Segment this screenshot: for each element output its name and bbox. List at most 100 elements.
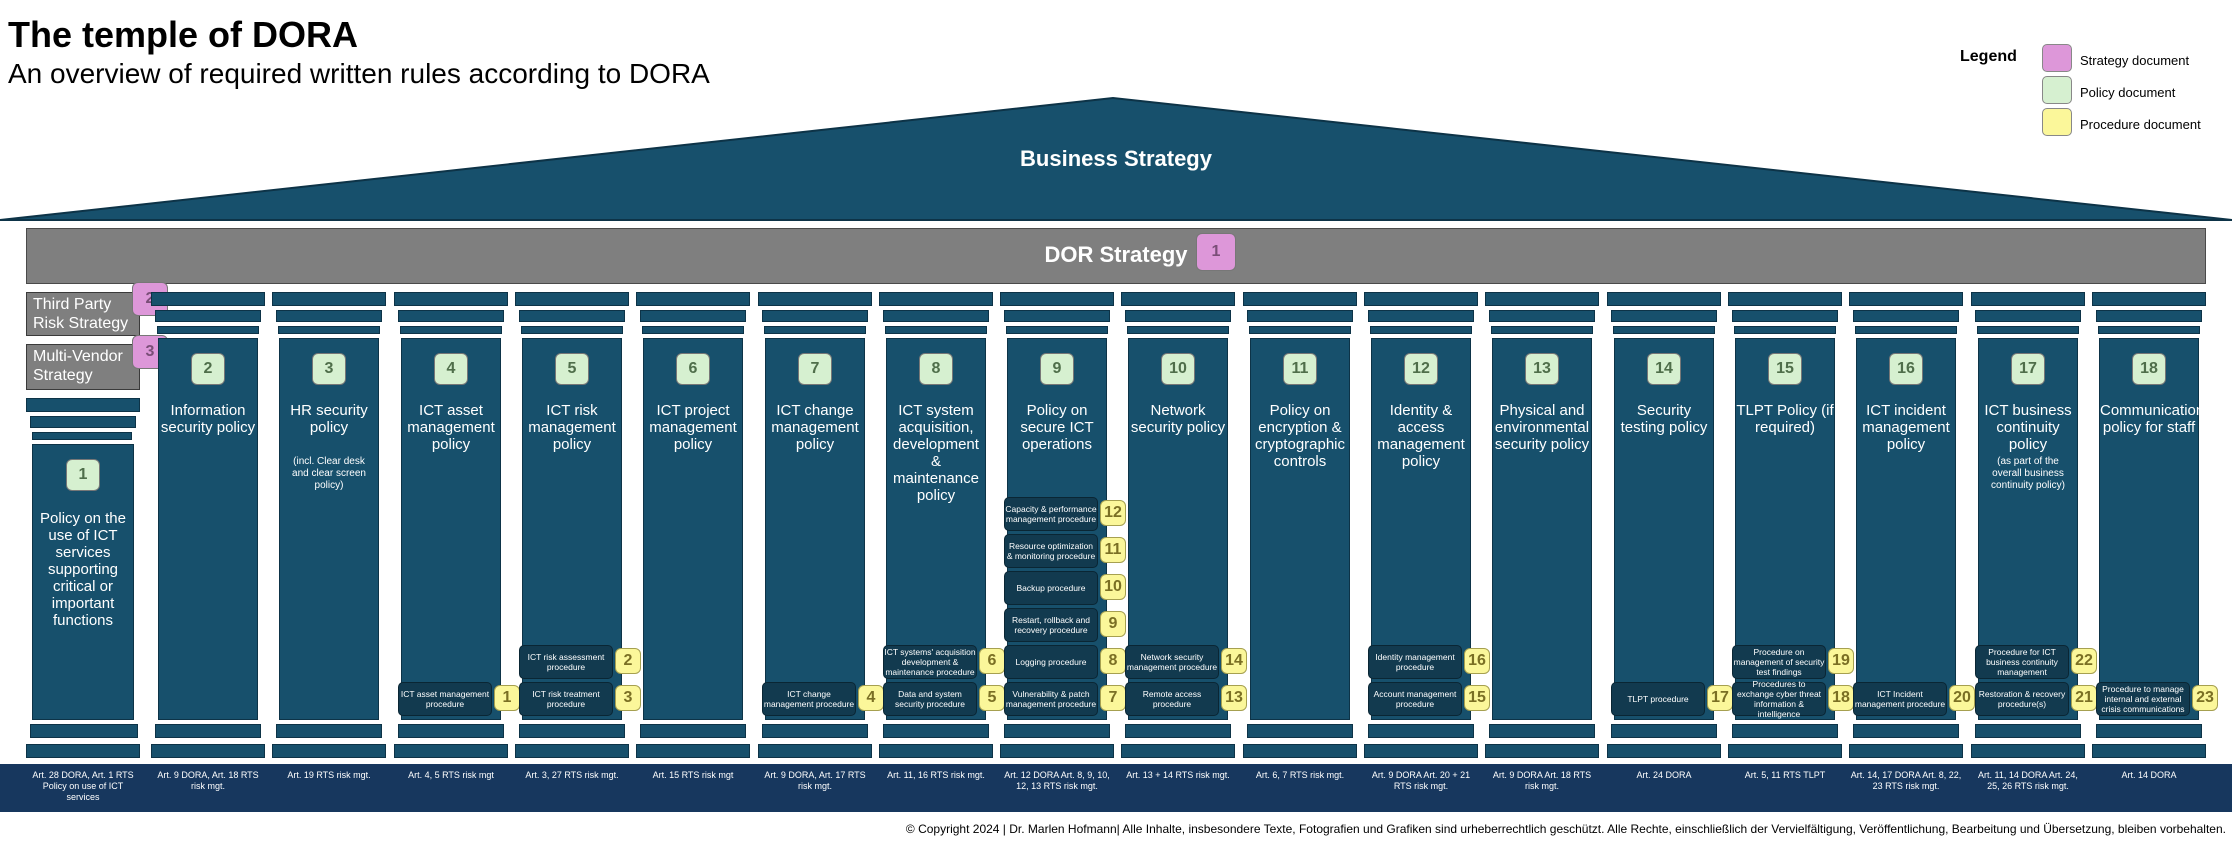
pillar-base [276, 724, 382, 738]
procedure-box: Procedures to exchange cyber threat info… [1732, 679, 1826, 719]
procedure-box: TLPT procedure [1611, 682, 1705, 716]
pillar-shaft [765, 338, 865, 720]
policy-title: Communication policy for staff [2100, 402, 2205, 436]
procedure-box: Account management procedure [1368, 682, 1462, 716]
procedure-label: Backup procedure [1016, 583, 1086, 593]
pillar-cap [1364, 292, 1478, 306]
pillar-cap-lower [1368, 310, 1474, 322]
pillar-cap [1971, 292, 2085, 306]
procedure-box: ICT risk treatment procedure [519, 682, 613, 716]
left-pillar-cap-lower [30, 416, 136, 428]
procedure-number-badge: 6 [979, 648, 1005, 674]
procedure-number-badge: 1 [494, 685, 520, 711]
policy-title: ICT incident management policy [1862, 402, 1950, 453]
pillar-base [1489, 724, 1595, 738]
policy-number-badge: 12 [1404, 353, 1438, 385]
policy-number-badge: 7 [798, 353, 832, 385]
left-pillar-plinth [26, 744, 140, 758]
dor-strategy-label: DOR Strategy [1044, 242, 1188, 267]
procedure-number-badge: 22 [2071, 648, 2097, 674]
pillar-footer-reference: Art. 9 DORA, Art. 18 RTS risk mgt. [157, 770, 259, 791]
procedure-box: Restart, rollback and recovery procedure [1004, 608, 1098, 642]
procedure-label: ICT Incident management procedure [1854, 689, 1946, 709]
procedure-label: Account management procedure [1373, 689, 1457, 709]
procedure-label: ICT asset management procedure [400, 689, 490, 709]
left-pillar-title: Policy on the use of ICT services suppor… [40, 510, 126, 629]
pillar-footer-reference: Art. 24 DORA [1636, 770, 1692, 780]
pillar-cap [1607, 292, 1721, 306]
pillar-base [1125, 724, 1231, 738]
left-pillar-footer: Art. 28 DORA, Art. 1 RTS Policy on use o… [32, 770, 134, 802]
pillar-neck [764, 326, 866, 334]
policy-number-badge: 5 [555, 353, 589, 385]
pillar-cap-lower [398, 310, 504, 322]
page-subtitle: An overview of required written rules ac… [8, 58, 710, 89]
pillar-footer-reference: Art. 13 + 14 RTS risk mgt. [1126, 770, 1230, 780]
procedure-number-badge: 5 [979, 685, 1005, 711]
legend-label-procedure: Procedure document [2080, 117, 2201, 132]
policy-title: TLPT Policy (if required) [1736, 402, 1834, 436]
policy-title: Policy on encryption & cryptographic con… [1254, 402, 1346, 470]
procedure-box: ICT change management procedure [762, 682, 856, 716]
pillar-plinth [1728, 744, 1842, 758]
pillar-neck [1370, 326, 1472, 334]
pillar-shaft [1856, 338, 1956, 720]
procedure-label: Capacity & performance management proced… [1005, 504, 1097, 524]
pillar-footer-reference: Art. 9 DORA Art. 20 + 21 RTS risk mgt. [1371, 770, 1471, 791]
procedure-number-badge: 14 [1221, 648, 1247, 674]
pillar-cap-lower [1004, 310, 1110, 322]
procedure-label: Procedures to exchange cyber threat info… [1736, 679, 1822, 719]
procedure-label: Vulnerability & patch management procedu… [1005, 689, 1097, 709]
pillar-plinth [1485, 744, 1599, 758]
pillar-plinth [1607, 744, 1721, 758]
pillar-cap-lower [2096, 310, 2202, 322]
pillar-base [883, 724, 989, 738]
pillar-plinth [1971, 744, 2085, 758]
procedure-box: Procedure for ICT business continuity ma… [1975, 645, 2069, 679]
dor-strategy-bar [26, 228, 2206, 284]
policy-number-badge: 16 [1889, 353, 1923, 385]
pillar-plinth [1000, 744, 1114, 758]
pillar-footer-reference: Art. 5, 11 RTS TLPT [1744, 770, 1826, 780]
pillar-cap [879, 292, 993, 306]
dor-strategy-badge: 1 [1196, 233, 1236, 271]
policy-title: Policy on secure ICT operations [1020, 402, 1094, 453]
pillar-footer-reference: Art. 9 DORA Art. 18 RTS risk mgt. [1492, 770, 1592, 791]
policy-title: Identity & access management policy [1377, 402, 1465, 470]
pillar-neck [1977, 326, 2079, 334]
multi-vendor-strategy: Multi-Vendor Strategy [26, 344, 140, 390]
procedure-number-badge: 4 [858, 685, 884, 711]
procedure-label: Procedure to manage internal and externa… [2101, 684, 2185, 714]
pillar-base [1368, 724, 1474, 738]
pillar-cap [1728, 292, 1842, 306]
pillar-neck [885, 326, 987, 334]
pillar-base [398, 724, 504, 738]
pillar-cap-lower [1611, 310, 1717, 322]
policy-number-badge: 14 [1647, 353, 1681, 385]
pillar-plinth [879, 744, 993, 758]
procedure-label: Logging procedure [1015, 657, 1087, 667]
pillar-shaft [1614, 338, 1714, 720]
policy-note: (incl. Clear desk and clear screen polic… [292, 456, 366, 491]
policy-title: ICT system acquisition, development & ma… [893, 402, 979, 504]
procedure-box: Vulnerability & patch management procedu… [1004, 682, 1098, 716]
pillar-neck [642, 326, 744, 334]
left-pillar-neck [32, 432, 132, 440]
pillar-neck [1249, 326, 1351, 334]
policy-note: (as part of the overall business continu… [1991, 456, 2065, 491]
pillar-cap [1121, 292, 1235, 306]
policy-number-badge: 3 [312, 353, 346, 385]
procedure-box: Data and system security procedure [883, 682, 977, 716]
pillar-neck [1855, 326, 1957, 334]
pillar-cap [1849, 292, 1963, 306]
business-strategy-roof [0, 96, 2232, 221]
pillar-shaft [1250, 338, 1350, 720]
left-pillar-badge: 1 [66, 459, 100, 491]
pillar-cap-lower [1732, 310, 1838, 322]
pillar-neck [1613, 326, 1715, 334]
pillar-plinth [394, 744, 508, 758]
procedure-box: Logging procedure [1004, 645, 1098, 679]
pillar-plinth [1849, 744, 1963, 758]
policy-title: ICT project management policy [649, 402, 737, 453]
pillar-cap-lower [640, 310, 746, 322]
